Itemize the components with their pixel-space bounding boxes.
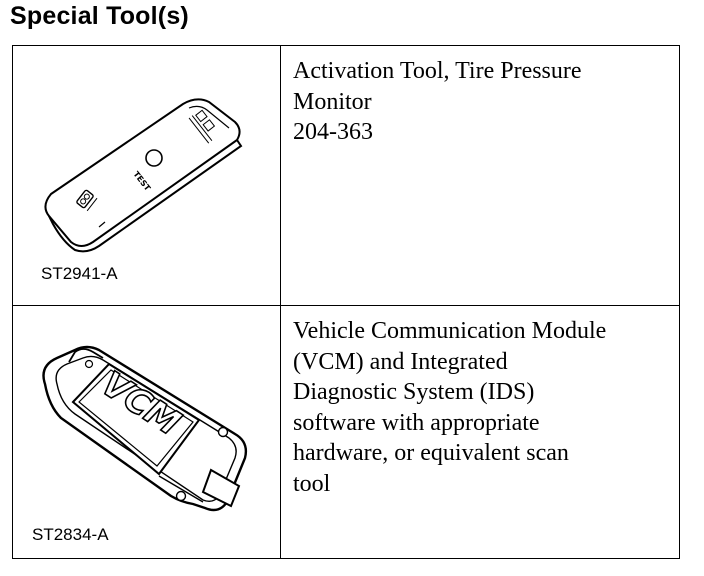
tool-row-tpms-activation: TEST ST2941-A Activation Tool, Tire Pres… <box>13 46 679 306</box>
description-line: Diagnostic System (IDS) <box>293 379 535 405</box>
tool-description: Vehicle Communication Module (VCM) and I… <box>293 316 669 499</box>
image-part-code: ST2834-A <box>32 525 109 544</box>
description-line: software with appropriate <box>293 409 540 436</box>
tool-image-cell: TEST ST2941-A <box>13 46 281 305</box>
description-line: Activation Tool, Tire Pressure <box>293 58 582 84</box>
page-title: Special Tool(s) <box>10 2 189 30</box>
image-part-code: ST2941-A <box>41 264 118 283</box>
special-tools-table: TEST ST2941-A Activation Tool, Tire Pres… <box>12 45 680 559</box>
tool-row-vcm-ids: VCM ST2834-A Vehicle Communication Modul… <box>13 306 679 558</box>
description-line: 204-363 <box>293 119 373 145</box>
vcm-module-illustration: VCM <box>42 345 248 512</box>
tpms-activation-tool-illustration: TEST <box>44 98 243 253</box>
tool-image-cell: VCM ST2834-A <box>13 306 281 558</box>
tool-description-cell: Activation Tool, Tire Pressure Monitor 2… <box>281 46 679 305</box>
description-line: (VCM) and Integrated <box>293 348 508 375</box>
tool-description-cell: Vehicle Communication Module (VCM) and I… <box>281 306 679 558</box>
description-line: Vehicle Communication Module <box>293 318 607 344</box>
description-line: Monitor <box>293 88 372 115</box>
description-line: tool <box>293 470 331 497</box>
description-line: hardware, or equivalent scan <box>293 440 569 466</box>
tool-description: Activation Tool, Tire Pressure Monitor 2… <box>293 56 669 148</box>
